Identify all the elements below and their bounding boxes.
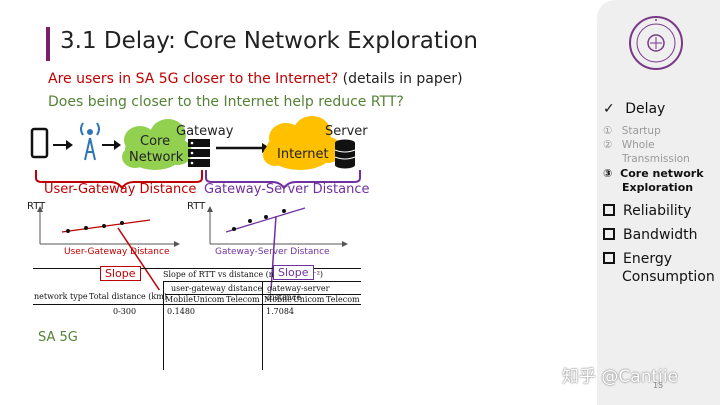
- rtt-axis-label-right: RTT: [187, 201, 206, 212]
- sidebar-item-reliability[interactable]: Reliability: [603, 203, 691, 219]
- title-accent-bar: [46, 27, 50, 61]
- table-group-user-gateway: user-gateway distance: [171, 284, 263, 293]
- table-cell-gateway-server-mobile: 1.7084: [266, 307, 294, 316]
- table-col-total-distance: Total distance (km): [89, 292, 167, 301]
- core-network-label-1: Core: [140, 134, 171, 149]
- sidebar-item-whole[interactable]: ② Whole: [603, 139, 655, 151]
- table-carrier: Mobile: [264, 295, 292, 304]
- table-cell-user-gateway-mobile: 0.1480: [167, 307, 195, 316]
- checkmark-icon: ✓: [603, 101, 615, 117]
- phone-icon: [30, 127, 49, 159]
- server-label: Server: [325, 124, 368, 139]
- sidebar-item-transmission: Transmission: [622, 153, 690, 165]
- outline-sidebar: [597, 0, 720, 405]
- question-1: Are users in SA 5G closer to the Interne…: [48, 71, 463, 87]
- network-type-sa5g: SA 5G: [38, 330, 78, 345]
- table-carrier: Telecom: [226, 295, 260, 304]
- table-caption: Slope of RTT vs distance (ms/km×10⁻²): [163, 270, 324, 279]
- checkbox-icon: [603, 252, 615, 264]
- internet-label: Internet: [277, 147, 329, 162]
- slope-callout-right: Slope: [273, 265, 314, 280]
- rtt-axis-label-left: RTT: [27, 201, 46, 212]
- gateway-label: Gateway: [176, 124, 234, 139]
- table-carrier: Mobile: [165, 295, 193, 304]
- table-group-gateway-server: gateway-server distance: [267, 284, 330, 302]
- core-network-label-2: Network: [129, 150, 184, 165]
- question-1-text: Are users in SA 5G closer to the Interne…: [48, 71, 339, 87]
- plot-xlabel-left: User-Gateway Distance: [64, 247, 170, 257]
- sidebar-item-core-network[interactable]: ③ Core network: [603, 167, 704, 180]
- slope-callout-left: Slope: [100, 266, 141, 281]
- sidebar-item-startup[interactable]: ① Startup: [603, 125, 661, 137]
- rtt-plot-right: [207, 206, 348, 247]
- gateway-server-distance-label: Gateway-Server Distance: [204, 182, 370, 197]
- table-carrier: Telecom: [326, 295, 360, 304]
- sidebar-item-energy[interactable]: Energy: [603, 251, 672, 267]
- user-gateway-brace: [35, 170, 203, 190]
- database-icon: [334, 139, 356, 169]
- sidebar-item-exploration: Exploration: [622, 181, 694, 194]
- question-2: Does being closer to the Internet help r…: [48, 94, 404, 110]
- user-gateway-distance-label: User-Gateway Distance: [44, 182, 197, 197]
- table-carrier: Unicom: [193, 295, 225, 304]
- core-network-cloud: [122, 119, 192, 170]
- slide-title: 3.1 Delay: Core Network Exploration: [60, 28, 478, 54]
- watermark: 知乎 @Cantjie: [562, 367, 679, 387]
- sidebar-item-delay[interactable]: ✓ Delay: [603, 101, 666, 117]
- sidebar-item-consumption: Consumption: [622, 269, 715, 285]
- sidebar-item-bandwidth[interactable]: Bandwidth: [603, 227, 698, 243]
- gateway-server-icon: [188, 139, 210, 167]
- question-1-note: (details in paper): [342, 71, 463, 87]
- table-col-network-type: network type: [34, 292, 88, 301]
- university-seal-icon: [629, 16, 683, 70]
- table-cell-range: 0-300: [113, 307, 137, 316]
- plot-xlabel-right: Gateway-Server Distance: [215, 247, 330, 257]
- rtt-plot-left: [37, 206, 180, 247]
- network-diagram: [30, 116, 361, 290]
- checkbox-icon: [603, 204, 615, 216]
- page-number: 15: [653, 381, 664, 390]
- cell-tower-icon: [80, 122, 100, 161]
- checkbox-icon: [603, 228, 615, 240]
- table-carrier: Unicom: [293, 295, 325, 304]
- internet-cloud: [263, 116, 342, 170]
- gateway-server-brace: [205, 170, 361, 190]
